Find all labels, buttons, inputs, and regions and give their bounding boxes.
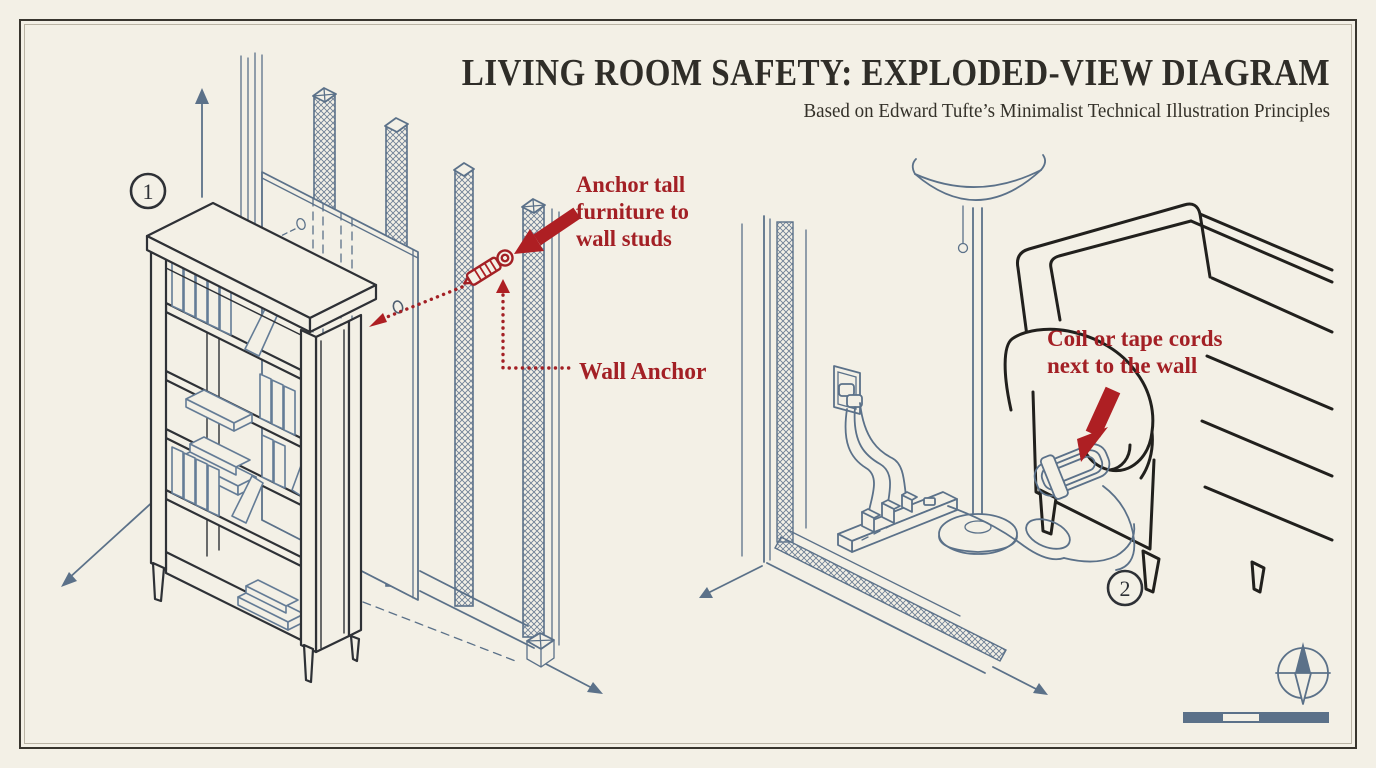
figure-livingroom: 2 [699,154,1334,695]
cord-tie-band [1039,454,1069,500]
figure-number-2-badge: 2 [1106,569,1144,607]
wall-anchor-callout-graphics [369,207,581,370]
plug-blocks [861,491,918,533]
lamp-base [938,513,1018,555]
power-strip [837,491,958,553]
red-arrow-icon [514,207,581,254]
lamp-cord [947,505,1065,561]
axis-arrow-downleft-icon [61,496,159,587]
red-arrow-icon [1077,386,1121,462]
figure-number-1: 1 [143,179,154,204]
figure-bookshelf: 1 [61,52,603,694]
wall-anchor-label: Wall Anchor [579,359,707,385]
bookshelf-top [145,201,378,336]
power-cords [844,402,907,512]
cords-callout-line2: next to the wall [1047,353,1198,380]
page-title: LIVING ROOM SAFETY: EXPLODED-VIEW DIAGRA… [461,52,1330,94]
cords-callout-line1: Coil or tape cords [1047,326,1223,352]
room-corner [699,215,1048,695]
axis-arrow-downright-icon [545,663,603,694]
stud-hatched [521,198,546,638]
axis-arrow-downright-icon [992,666,1048,695]
bookshelf [145,201,378,684]
lamp-shade [911,154,1046,201]
scale-bar [1183,712,1329,723]
anchor-hole [249,217,306,252]
wall-anchor-icon [463,249,514,286]
pull-chain [957,205,969,254]
armchair [1003,202,1334,594]
axis-arrow-up-icon [195,88,209,198]
figure-number-1-badge: 1 [129,172,167,210]
dotted-leader-diagonal [369,285,464,327]
figure-number-2: 2 [1120,576,1131,601]
anchor-callout-label: Anchor tall furniture to wall studs [576,172,689,253]
floor-lamp [911,154,1065,561]
anchor-callout-line2: furniture to [576,198,689,224]
baseboard [774,529,1007,662]
stud-bottom-plate [362,570,555,668]
stud-hatched [453,162,475,607]
cords-callout-label: Coil or tape cords next to the wall [1047,326,1222,381]
dotted-leader-wall-anchor [496,279,572,370]
page-subtitle: Based on Edward Tufte’s Minimalist Techn… [803,99,1330,122]
cord-coil [1025,443,1136,571]
wall-outlet [833,365,863,415]
axis-arrow-downleft-icon [699,565,763,598]
compass-icon [1275,642,1331,705]
anchor-callout-line3: wall studs [576,225,672,251]
anchor-callout-line1: Anchor tall [576,172,686,197]
header: LIVING ROOM SAFETY: EXPLODED-VIEW DIAGRA… [332,52,1330,123]
books [171,259,317,631]
